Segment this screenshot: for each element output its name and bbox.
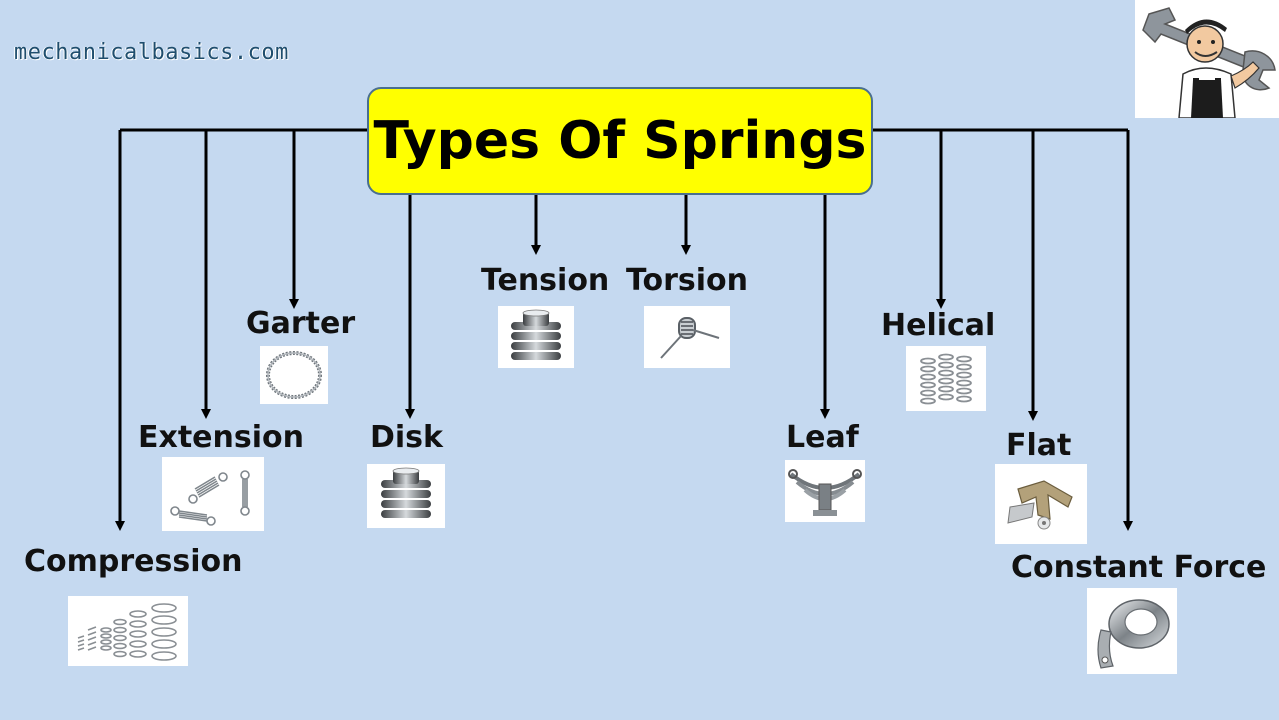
diagram-title: Types Of Springs <box>373 111 867 171</box>
site-watermark: mechanicalbasics.com <box>14 40 289 65</box>
label-extension: Extension <box>138 420 304 455</box>
label-tension: Tension <box>481 263 610 298</box>
flat-spring-icon <box>995 464 1087 544</box>
label-helical: Helical <box>881 308 996 343</box>
constant-force-spring-icon <box>1087 588 1177 674</box>
title-box: Types Of Springs <box>367 87 873 195</box>
helical-spring-icon <box>906 346 986 411</box>
tension-spring-icon <box>498 306 574 368</box>
torsion-spring-icon <box>644 306 730 368</box>
label-garter: Garter <box>246 306 356 341</box>
leaf-spring-icon <box>785 460 865 522</box>
disk-spring-icon <box>367 464 445 528</box>
label-disk: Disk <box>370 420 443 455</box>
extension-spring-icon <box>162 457 264 531</box>
label-compression: Compression <box>24 544 243 579</box>
mechanic-with-wrench-icon <box>1135 0 1279 119</box>
compression-spring-icon <box>68 596 188 666</box>
label-leaf: Leaf <box>786 420 859 455</box>
label-flat: Flat <box>1006 428 1072 463</box>
label-torsion: Torsion <box>626 263 748 298</box>
label-constant-force: Constant Force <box>1011 550 1267 585</box>
garter-spring-icon <box>260 346 328 404</box>
